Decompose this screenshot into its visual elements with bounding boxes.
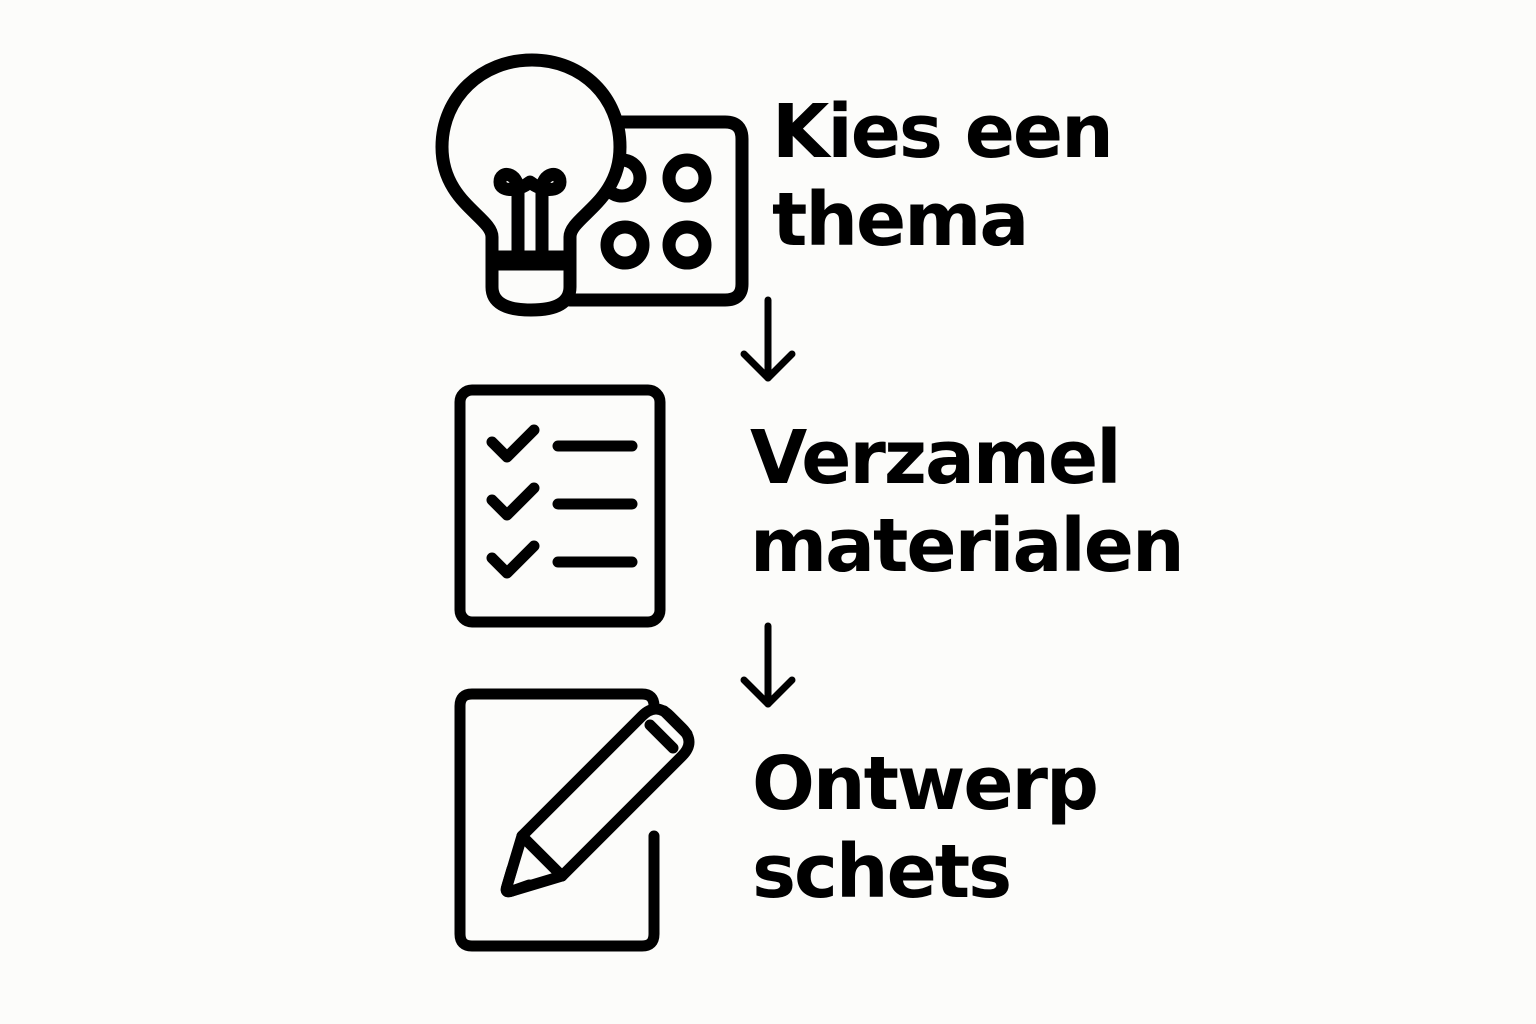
step-3-label: Ontwerp schets: [752, 740, 1099, 916]
step-1-line-2: thema: [772, 177, 1029, 263]
step-2-line-1: Verzamel: [750, 415, 1122, 501]
step-2-label: Verzamel materialen: [750, 414, 1185, 590]
pencil-paper-icon: [452, 686, 732, 956]
step-3-line-1: Ontwerp: [752, 741, 1099, 827]
step-3-line-2: schets: [752, 829, 1012, 915]
lightbulb-palette-icon: [430, 52, 760, 322]
arrow-down-icon: [738, 296, 798, 390]
step-2-line-2: materialen: [750, 503, 1185, 589]
step-1-label: Kies een thema: [772, 88, 1114, 264]
arrow-down-icon: [738, 622, 798, 716]
step-1-line-1: Kies een: [772, 89, 1114, 175]
checklist-icon: [452, 382, 668, 630]
